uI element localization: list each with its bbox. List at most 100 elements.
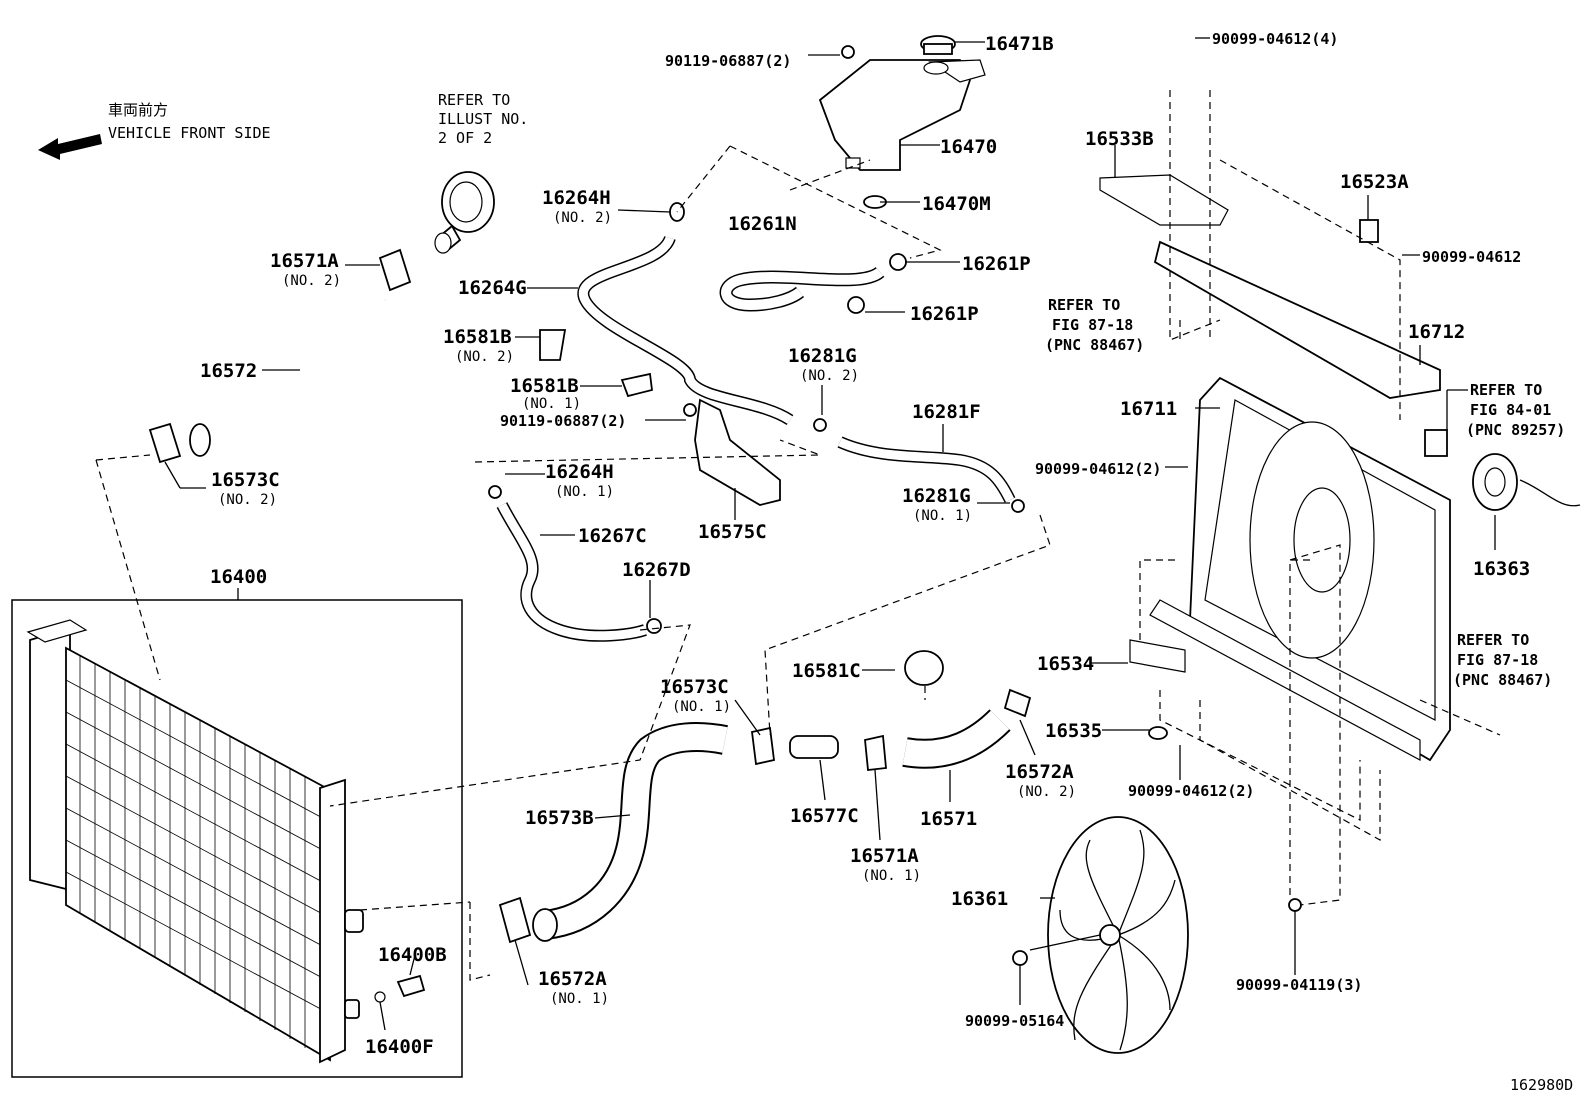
- hose-16281F: [813, 418, 1025, 513]
- label-16400F: 16400F: [365, 1036, 434, 1058]
- label-16261P-b: 16261P: [910, 303, 979, 325]
- label-16264H-1-sub: (NO. 1): [555, 484, 614, 500]
- ref-fig8718-b-2: FIG 87-18: [1457, 651, 1538, 669]
- clamp-16572A-2: [1003, 688, 1032, 718]
- ref-fig8718-a-3: (PNC 88467): [1045, 336, 1144, 354]
- label-16571: 16571: [920, 808, 977, 830]
- grommet-16535: [1148, 726, 1168, 740]
- label-16281G-1: 16281G: [902, 485, 971, 507]
- label-16573B: 16573B: [525, 807, 594, 829]
- label-16581C: 16581C: [792, 660, 861, 682]
- clamp-16571A-1: [864, 734, 887, 771]
- label-16573C-2: 16573C: [211, 469, 280, 491]
- label-16470M: 16470M: [922, 193, 991, 215]
- label-90099-04612-2a: 90099-04612(2): [1035, 460, 1161, 478]
- label-16571A-1: 16571A: [850, 845, 919, 867]
- ref-fig8718-b-3: (PNC 88467): [1453, 671, 1552, 689]
- bolt-top: [841, 45, 855, 59]
- label-16571A-2: 16571A: [270, 250, 339, 272]
- label-16523A: 16523A: [1340, 171, 1409, 193]
- label-16573C-2-sub: (NO. 2): [218, 492, 277, 508]
- radiator-assembly: 16400: [11, 566, 463, 1078]
- label-16361: 16361: [951, 888, 1008, 910]
- label-16281G-2: 16281G: [788, 345, 857, 367]
- clamp-16581C: [904, 650, 944, 686]
- label-16572A-1: 16572A: [538, 968, 607, 990]
- clamp-16573C-1: [751, 726, 775, 766]
- label-16575C: 16575C: [698, 521, 767, 543]
- connection-lines: [95, 90, 1501, 981]
- clamp-16573C-2: [148, 422, 182, 464]
- label-16533B: 16533B: [1085, 128, 1154, 150]
- label-16581B-2: 16581B: [443, 326, 512, 348]
- label-16572A-2-sub: (NO. 2): [1017, 784, 1076, 800]
- label-16581B-1-sub: (NO. 1): [522, 396, 581, 412]
- label-90099-04119: 90099-04119(3): [1236, 976, 1362, 994]
- hose-16267C: [488, 485, 662, 642]
- lower-hose-16573B: [498, 722, 775, 944]
- label-16281G-2-sub: (NO. 2): [800, 368, 859, 384]
- label-90099-04612-4: 90099-04612(4): [1212, 30, 1338, 48]
- label-16281G-1-sub: (NO. 1): [913, 508, 972, 524]
- label-16267D: 16267D: [622, 559, 691, 581]
- label-16572A-2: 16572A: [1005, 761, 1074, 783]
- label-16400: 16400: [210, 566, 267, 588]
- label-16471B: 16471B: [985, 33, 1054, 55]
- label-16470: 16470: [940, 136, 997, 158]
- hose-16571: [864, 650, 1032, 771]
- cushion-16523A: [1359, 219, 1379, 243]
- hose-16264G: [577, 202, 794, 426]
- label-16711: 16711: [1120, 398, 1177, 420]
- label-16281F: 16281F: [912, 401, 981, 423]
- bracket-16575C: [683, 398, 781, 506]
- label-16400B: 16400B: [378, 944, 447, 966]
- label-16534: 16534: [1037, 653, 1094, 675]
- label-16577C: 16577C: [790, 805, 859, 827]
- ref-fig8401-2: FIG 84-01: [1470, 401, 1551, 419]
- hose-16261N: [719, 253, 907, 314]
- label-90119-06887-mid: 90119-06887(2): [500, 412, 626, 430]
- clamp-16571A-2: [378, 248, 412, 292]
- label-90099-04612: 90099-04612: [1422, 248, 1521, 266]
- ref-fig8401-3: (PNC 89257): [1466, 421, 1565, 439]
- fan-connector: [1424, 429, 1448, 457]
- ref-fig8718-b-1: REFER TO: [1457, 631, 1529, 649]
- part-labels: 90119-06887(2) 16471B 90099-04612(4) 164…: [200, 30, 1565, 1058]
- diagram-id: 162980D: [1510, 1076, 1573, 1094]
- label-16573C-1-sub: (NO. 1): [672, 699, 731, 715]
- label-16573C-1: 16573C: [660, 676, 729, 698]
- label-90099-04612-2b: 90099-04612(2): [1128, 782, 1254, 800]
- nut-90099-05164: [1012, 950, 1028, 966]
- clamp-16572A-1: [498, 896, 532, 944]
- fan-shroud-16711: [1149, 376, 1451, 762]
- front-side-label: VEHICLE FRONT SIDE: [108, 124, 271, 142]
- refer-illust-note: REFER TO ILLUST NO. 2 OF 2: [438, 91, 528, 147]
- vehicle-front-indicator: 車両前方 VEHICLE FRONT SIDE: [38, 101, 271, 160]
- label-16572: 16572: [200, 360, 257, 382]
- label-16535: 16535: [1045, 720, 1102, 742]
- label-16264H-2-sub: (NO. 2): [553, 210, 612, 226]
- arrow-left-icon: [38, 134, 102, 160]
- refer-line-2: ILLUST NO.: [438, 110, 528, 128]
- refer-line-1: REFER TO: [438, 91, 510, 109]
- fan-motor-16363: [1424, 429, 1581, 511]
- label-16261P-a: 16261P: [962, 253, 1031, 275]
- bracket-16533B: [1099, 174, 1229, 226]
- label-90099-05164: 90099-05164: [965, 1012, 1064, 1030]
- label-16264G: 16264G: [458, 277, 527, 299]
- label-16572A-1-sub: (NO. 1): [550, 991, 609, 1007]
- radiator-group-box: [11, 599, 463, 1078]
- label-16261N: 16261N: [728, 213, 797, 235]
- clips-16581B: [539, 329, 653, 398]
- label-16581B-2-sub: (NO. 2): [455, 349, 514, 365]
- thermostat-housing: [434, 171, 495, 254]
- reservoir-tank: [818, 35, 986, 209]
- refer-line-3: 2 OF 2: [438, 129, 492, 147]
- pipe-16577C: [789, 735, 839, 759]
- shroud-top-16712: [1099, 174, 1441, 399]
- label-16571A-1-sub: (NO. 1): [862, 868, 921, 884]
- label-16264H-2: 16264H: [542, 187, 611, 209]
- jp-front-label: 車両前方: [108, 101, 168, 119]
- upper-hose-16572: [148, 248, 412, 464]
